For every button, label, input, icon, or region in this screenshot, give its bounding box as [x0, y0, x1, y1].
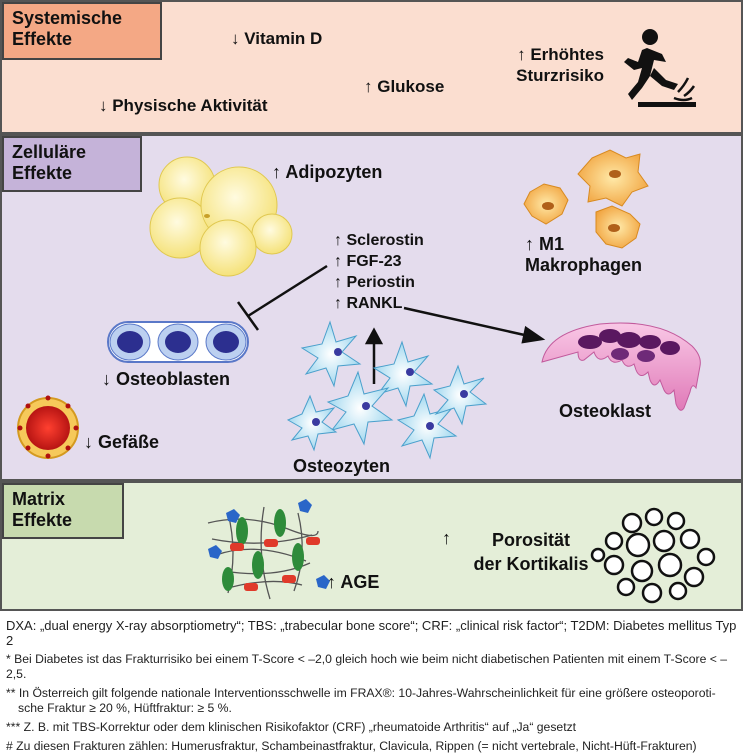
m1-macrophage-icon: [523, 149, 649, 249]
adipozyten-label: ↑ Adipozyten: [272, 162, 383, 182]
systemic-effects-panel: Systemische Effekte ↓ Vitamin D ↑ Glukos…: [0, 0, 743, 134]
rankl-label: ↑ RANKL: [334, 295, 403, 312]
sturzrisiko-label: ↑ Erhöhtes Sturzrisiko: [516, 45, 604, 85]
systemic-effects-title: Systemische Effekte: [2, 2, 162, 60]
cortical-porosity-icon: [590, 507, 716, 604]
osteoblast-row-icon: [107, 321, 249, 363]
glukose-label: ↑ Glukose: [364, 77, 445, 96]
osteoklast-label: Osteoklast: [559, 401, 652, 421]
sclerostin-label: ↑ Sclerostin: [334, 232, 424, 249]
fall-risk-pictogram: [624, 29, 696, 107]
matrix-effects-panel: Matrix Effekte ↑ AGE ↑ Porosität der Kor…: [0, 481, 743, 611]
osteocyte-network-icon: [286, 320, 488, 460]
periostin-label: ↑ Periostin: [334, 274, 415, 291]
age-crosslink-icons: [208, 499, 330, 591]
gefaesse-label: ↓ Gefäße: [84, 432, 160, 452]
vitamin-d-label: ↓ Vitamin D: [231, 29, 323, 48]
cellular-effects-title: Zelluläre Effekte: [2, 136, 142, 192]
osteoblasten-label: ↓ Osteoblasten: [102, 369, 231, 389]
cellular-effects-panel: Zelluläre Effekte ↑ Adipozyten ↑ Scleros…: [0, 134, 743, 481]
footnote-4: # Zu diesen Frakturen zählen: Humerusfra…: [6, 739, 697, 753]
m1-macrophagen-label: ↑ M1 Makrophagen: [525, 234, 643, 275]
matrix-effects-title: Matrix Effekte: [2, 483, 124, 539]
factor-list: ↑ Sclerostin ↑ FGF-23 ↑ Periostin ↑ RANK…: [334, 230, 424, 314]
footnote-1: * Bei Diabetes ist das Frakturrisiko bei…: [6, 652, 728, 681]
fgf23-label: ↑ FGF-23: [334, 253, 402, 270]
age-label: ↑ AGE: [327, 572, 380, 592]
inhibition-arrow: [236, 264, 328, 331]
footnote-abbreviations: DXA: „dual energy X-ray absorptiometry“;…: [6, 618, 737, 648]
porositaet-arrow: ↑: [442, 528, 451, 548]
matrix-illustration: [207, 499, 716, 604]
physische-aktivitaet-label: ↓ Physische Aktivität: [99, 96, 268, 115]
footnote-2: ** In Österreich gilt folgende nationale…: [6, 686, 716, 715]
osteocyte-nuclei: [312, 348, 468, 430]
footnotes: DXA: „dual energy X-ray absorptiometry“;…: [6, 618, 742, 754]
osteocyte-to-factors-arrow: [364, 327, 384, 384]
factors-to-osteoclast-arrow: [403, 306, 546, 344]
osteoclast-icon: [541, 322, 701, 411]
cellular-illustration: [17, 149, 701, 460]
adipocyte-cluster-icon: [149, 156, 293, 277]
footnote-3: *** Z. B. mit TBS-Korrektur oder dem kli…: [6, 720, 577, 734]
porositaet-label: Porosität der Kortikalis: [473, 530, 589, 574]
osteozyten-label: Osteozyten: [293, 456, 391, 476]
blood-vessel-icon: [17, 395, 79, 459]
slipping-person-icon: [624, 29, 696, 107]
